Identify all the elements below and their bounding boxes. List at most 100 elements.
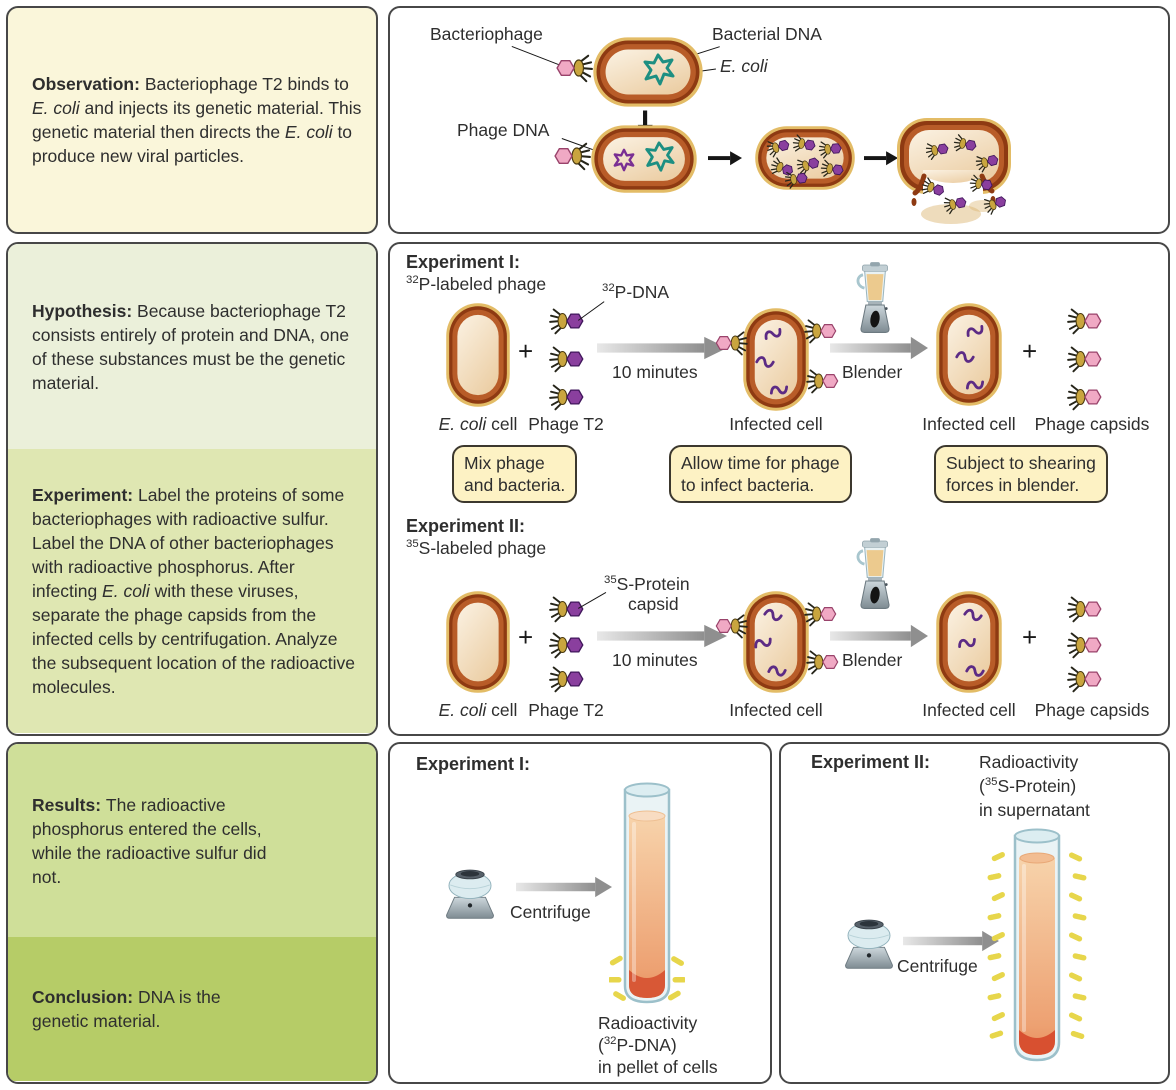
infected-cell-illustration xyxy=(715,297,839,422)
result2-caption: Radioactivity (35S-Protein) in supernata… xyxy=(979,752,1090,820)
phage-capsid-icon xyxy=(1067,632,1102,659)
result2-heading: Experiment II: xyxy=(811,752,931,772)
bacterial-dna-label: Bacterial DNA xyxy=(712,24,822,44)
centrifuge-label: Centrifuge xyxy=(897,956,978,976)
plus-sign: + xyxy=(1022,622,1038,652)
phage-capsid-icon xyxy=(1067,346,1102,373)
ten-minutes-label: 10 minutes xyxy=(612,362,698,382)
s35-protein-label-line1: 35S-Protein xyxy=(604,574,690,594)
phage-t2-icon xyxy=(549,632,584,659)
blender-icon xyxy=(856,260,891,335)
centrifuge-icon xyxy=(445,869,495,919)
blender-label: Blender xyxy=(842,362,903,382)
experiment1-subheading: 32P-labeled phage xyxy=(406,274,547,294)
phage-t2-icon xyxy=(549,666,584,693)
callout-allow-time: Allow time for phage to infect bacteria. xyxy=(669,445,852,503)
new-phage-icon xyxy=(819,159,845,180)
phage-capsid-icon xyxy=(1067,308,1102,335)
attached-capsid-icon xyxy=(806,369,839,394)
centrifuge-label: Centrifuge xyxy=(510,902,591,922)
phage-dna-squiggle-icon xyxy=(965,378,985,392)
conclusion-section: Conclusion: DNA is the genetic material. xyxy=(8,937,376,1081)
e-coli-cell-label: E. coli cell xyxy=(438,414,518,434)
callout-mix-phage: Mix phage and bacteria. xyxy=(452,445,578,503)
observation-text: Observation: Bacteriophage T2 binds to E… xyxy=(32,74,362,166)
phage-dna-icon xyxy=(613,148,635,172)
result1-caption: Radioactivity (32P-DNA) in pellet of cel… xyxy=(598,1013,718,1077)
s35-protein-label-line2: capsid xyxy=(628,594,679,614)
right-arrow-icon xyxy=(864,151,898,166)
results-section: Results: The radioactive phosphorus ente… xyxy=(8,744,376,937)
plus-sign: + xyxy=(518,622,534,652)
p32-dna-label: 32P-DNA xyxy=(602,282,670,302)
bacterial-dna-icon xyxy=(643,53,675,86)
hypothesis-experiment-panel: Hypothesis: Because bacteriophage T2 con… xyxy=(6,242,378,736)
new-phage-icon xyxy=(783,169,809,190)
attached-capsid-icon xyxy=(715,614,748,639)
blender-arrow-icon xyxy=(830,336,928,360)
phage-t2-icon xyxy=(549,308,584,335)
phage-t2-label: Phage T2 xyxy=(528,414,604,434)
blender-icon xyxy=(856,536,891,611)
plus-sign: + xyxy=(1022,336,1038,366)
hypothesis-text: Hypothesis: Because bacteriophage T2 con… xyxy=(32,300,350,393)
phage-t2-icon xyxy=(549,346,584,373)
results-text: Results: The radioactive phosphorus ente… xyxy=(32,794,267,887)
experiments-panel: Experiment I: 32P-labeled phage + 32P-DN… xyxy=(388,242,1170,736)
infected-cell-illustration xyxy=(935,302,1003,407)
bacterial-dna-icon xyxy=(645,141,675,172)
infected-cell-illustration xyxy=(935,590,1003,694)
attached-bacteriophage-icon xyxy=(554,142,591,171)
phage-capsid-icon xyxy=(1067,596,1102,623)
hypothesis-section: Hypothesis: Because bacteriophage T2 con… xyxy=(8,244,376,449)
centrifuge-arrow-icon xyxy=(516,876,612,898)
e-coli-cell-label: E. coli cell xyxy=(438,700,518,720)
attached-capsid-icon xyxy=(806,650,839,675)
result1-panel: Experiment I: Centrifuge Radioactivity (… xyxy=(388,742,772,1084)
experiment1-heading: Experiment I: xyxy=(406,252,521,272)
ten-minutes-arrow-icon xyxy=(597,336,727,360)
infected-cell-illustration xyxy=(715,580,839,704)
conclusion-text: Conclusion: DNA is the genetic material. xyxy=(32,987,221,1031)
result2-panel: Experiment II: Radioactivity (35S-Protei… xyxy=(779,742,1170,1084)
attached-bacteriophage-icon xyxy=(556,54,593,83)
phage-dna-squiggle-icon xyxy=(769,383,789,397)
phage-capsid-icon xyxy=(1067,384,1102,411)
infected-cell-label: Infected cell xyxy=(729,414,823,434)
e-coli-label: E. coli xyxy=(720,56,768,76)
phage-capsids-label: Phage capsids xyxy=(1034,700,1150,720)
observation-panel: Observation: Bacteriophage T2 binds to E… xyxy=(6,6,378,234)
blender-label: Blender xyxy=(842,650,903,670)
e-coli-cell-illustration xyxy=(446,303,510,407)
ten-minutes-arrow-icon xyxy=(597,624,727,648)
callout-shearing: Subject to shearing forces in blender. xyxy=(934,445,1108,503)
ten-minutes-label: 10 minutes xyxy=(612,650,698,670)
phage-dna-label: Phage DNA xyxy=(457,120,550,140)
infected-cell-label: Infected cell xyxy=(922,414,1016,434)
bacteriophage-label: Bacteriophage xyxy=(430,24,543,44)
phage-capsid-icon xyxy=(1067,666,1102,693)
phage-t2-label: Phage T2 xyxy=(528,700,604,720)
plus-sign: + xyxy=(518,336,534,366)
infected-cell-label: Infected cell xyxy=(729,700,823,720)
phage-filled-cell-illustration xyxy=(754,125,856,191)
lysing-cell-illustration xyxy=(897,118,1011,224)
experiment-section: Experiment: Label the proteins of some b… xyxy=(8,449,376,733)
infected-cell-label: Infected cell xyxy=(922,700,1016,720)
experiment2-subheading: 35S-labeled phage xyxy=(406,538,547,558)
lifecycle-panel: Bacteriophage Bacterial DNA E. coli Phag… xyxy=(388,6,1170,234)
experiment2-heading: Experiment II: xyxy=(406,516,526,536)
test-tube-pellet-illustration xyxy=(609,782,685,1004)
phage-t2-icon xyxy=(549,596,584,623)
result1-heading: Experiment I: xyxy=(416,754,531,774)
blender-arrow-icon xyxy=(830,624,928,648)
phage-t2-icon xyxy=(549,384,584,411)
results-conclusion-panel: Results: The radioactive phosphorus ente… xyxy=(6,742,378,1084)
experiment-text: Experiment: Label the proteins of some b… xyxy=(32,485,355,697)
centrifuge-icon xyxy=(844,919,894,969)
phage-capsids-label: Phage capsids xyxy=(1034,414,1150,434)
right-arrow-icon xyxy=(708,151,742,166)
attached-capsid-icon xyxy=(715,331,748,356)
test-tube-supernatant-illustration xyxy=(987,828,1087,1062)
